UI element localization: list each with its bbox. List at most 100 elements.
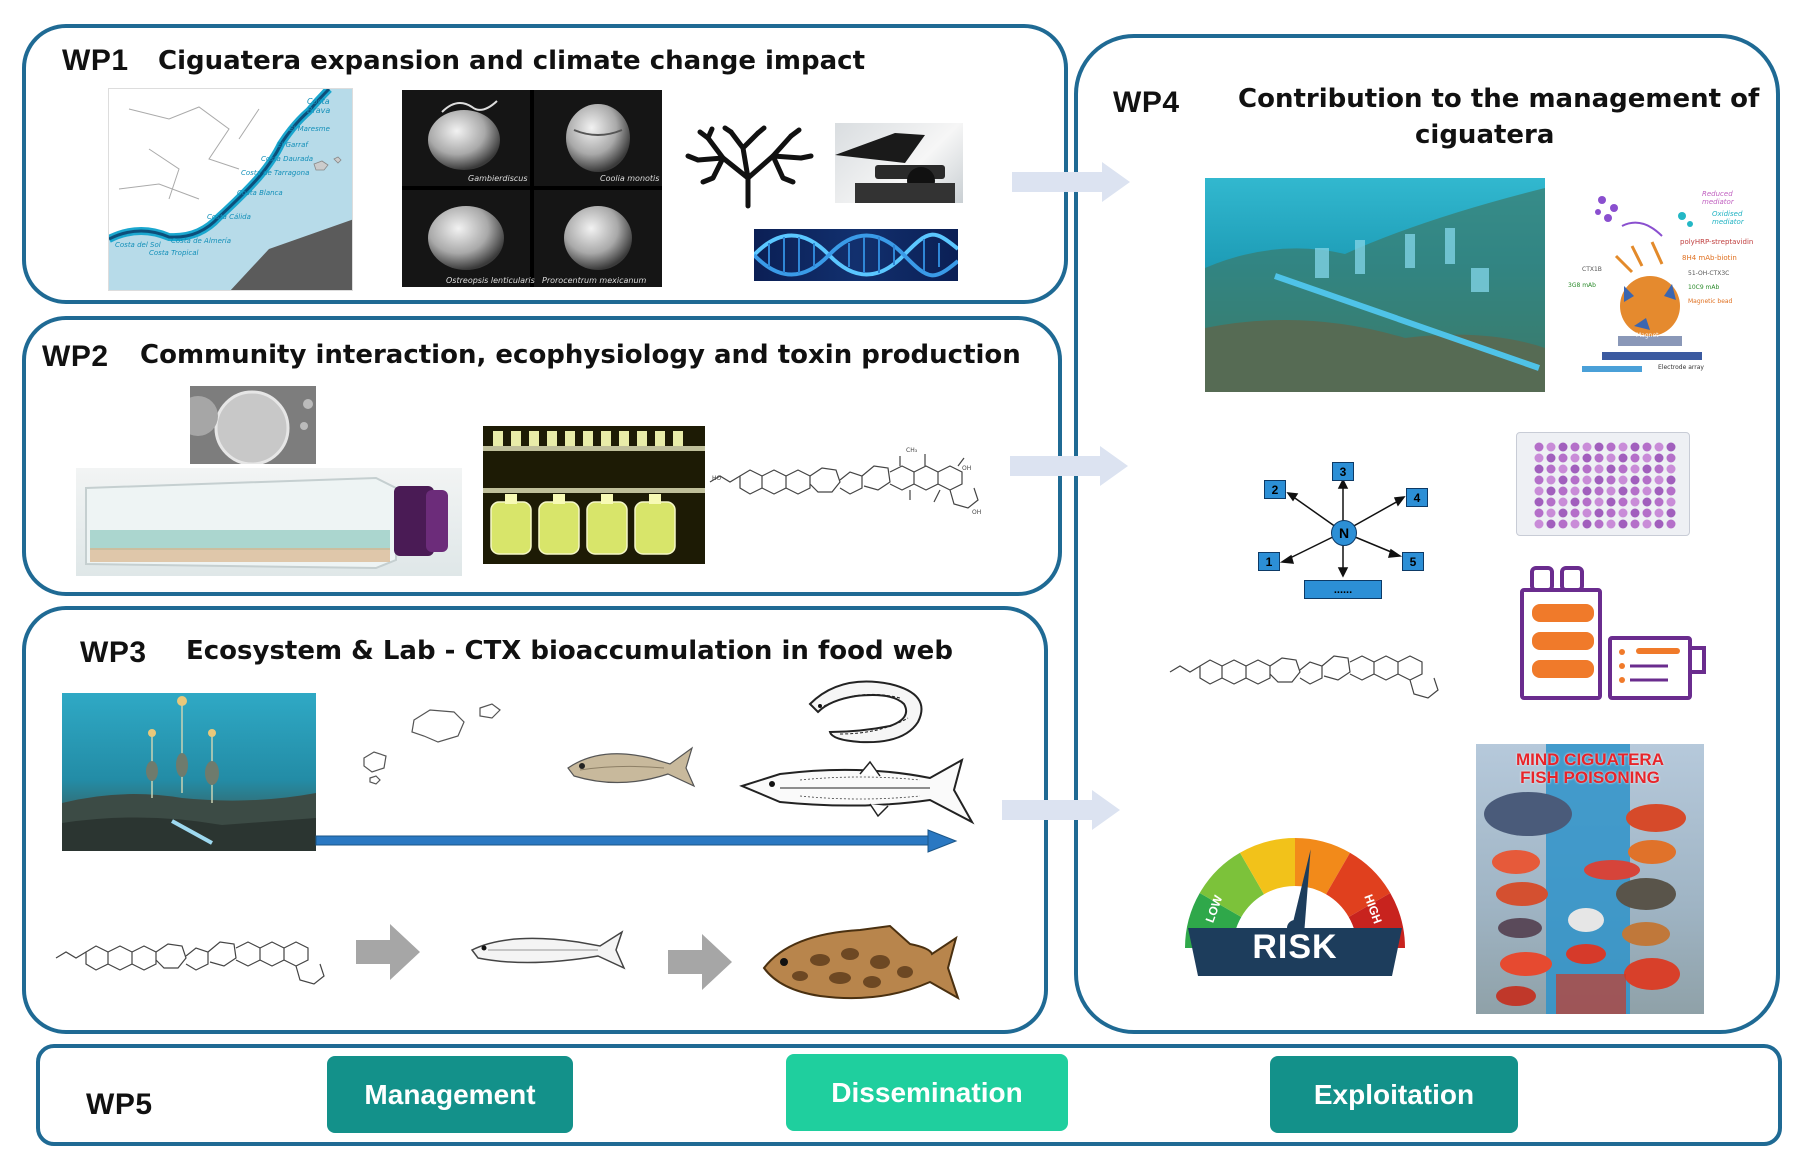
svg-text:CH₃: CH₃ [906,447,918,454]
svg-text:OH: OH [962,465,971,472]
microplate-well [1666,464,1676,474]
microplate-well [1630,519,1640,529]
gauge-segment [1326,852,1391,917]
microplate-well [1618,508,1628,518]
micrograph-label: Prorocentrum mexicanum [542,276,647,285]
exploitation-button[interactable]: Exploitation [1270,1056,1518,1133]
microplate-well [1534,486,1544,496]
microplate-well [1630,442,1640,452]
microplate-image [1516,432,1690,536]
map-label: Costa del Sol [115,241,161,249]
dissemination-button[interactable]: Dissemination [786,1054,1068,1131]
microplate-well [1594,464,1604,474]
microplate-well [1582,508,1592,518]
microplate-well [1570,475,1580,485]
microplate-well [1558,508,1568,518]
microplate-well [1594,453,1604,463]
connector-arrow [1002,790,1120,830]
microplate-well [1630,464,1640,474]
microplate-well [1558,475,1568,485]
wp3-title: Ecosystem & Lab - CTX bioaccumulation in… [186,636,953,666]
wp2-code: WP2 [42,340,109,373]
microplate-well [1642,464,1652,474]
microplate-well [1642,475,1652,485]
microplate-well [1642,486,1652,496]
microplate-well [1582,497,1592,507]
microplate-well [1630,497,1640,507]
grouper-fish-icon [762,924,960,1001]
biosensor-label: CTX1B [1582,266,1602,273]
microplate-well [1558,497,1568,507]
biosensor-label: 51-OH-CTX3C [1688,270,1730,277]
biosensor-label: Magnetic bead [1688,298,1733,305]
wp4-code: WP4 [1113,86,1180,119]
microplate-well [1642,519,1652,529]
microplate-well [1582,519,1592,529]
network-node: 3 [1332,462,1354,481]
gauge-segment [1295,838,1350,895]
immunosensor-schematic: Reduced mediator Oxidised mediator polyH… [1562,186,1762,376]
microplate-well [1546,497,1556,507]
microplate-well [1654,442,1664,452]
wp1-code: WP1 [62,44,129,77]
underwater-sampling-photo [62,693,316,851]
microplate-well [1630,453,1640,463]
network-node: 4 [1406,488,1428,507]
micrograph-label: Ostreopsis lenticularis [446,276,535,285]
microplate-well [1534,464,1544,474]
grey-flow-arrow [668,934,732,990]
microplate-well [1654,497,1664,507]
microplate-well [1594,442,1604,452]
microplate-well [1582,442,1592,452]
ciguatera-poster: MIND CIGUATERA FISH POISONING [1476,744,1704,1014]
network-node: ...... [1304,580,1382,599]
microplate-well [1594,475,1604,485]
svg-text:HO: HO [712,475,722,482]
microplate-well [1582,453,1592,463]
microplate-well [1582,475,1592,485]
microplate-well [1606,497,1616,507]
wp3-code: WP3 [80,636,147,669]
microplate-well [1570,442,1580,452]
poster-title-line2: FISH POISONING [1520,768,1660,787]
map-label: Costa Cálida [207,213,251,221]
microplate-well [1642,508,1652,518]
microplate-well [1654,508,1664,518]
management-button[interactable]: Management [327,1056,573,1133]
microplate-well [1570,508,1580,518]
wp1-coast-map: Costa Brava El Maresme El Garraf Costa D… [108,88,353,291]
microplate-well [1666,453,1676,463]
microplate-well [1546,442,1556,452]
barracuda-fish-icon [739,757,975,825]
microplate-well [1606,464,1616,474]
wp1-micrographs: Gambierdiscus Coolia monotis Ostreopsis … [402,90,662,287]
microplate-well [1654,486,1664,496]
microplate-well [1594,508,1604,518]
connector-arrow [1010,446,1128,486]
microplate-well [1666,519,1676,529]
microplate-well [1570,486,1580,496]
microplate-well [1606,453,1616,463]
microplate-well [1642,497,1652,507]
microplate-well [1546,519,1556,529]
network-node: 2 [1264,480,1286,499]
microplate-well [1534,442,1544,452]
dna-helix-image [754,229,958,281]
ciguatoxin-structure [1169,655,1439,699]
microplate-well [1618,519,1628,529]
biosensor-label: Oxidised mediator [1712,210,1744,226]
microplate-well [1546,453,1556,463]
biosensor-label: 10C9 mAb [1688,284,1720,291]
microplate-well [1570,519,1580,529]
map-label: Costa Daurada [261,155,314,163]
biosensor-label: Reduced mediator [1702,190,1734,206]
micrograph-label: Gambierdiscus [468,174,528,183]
microplate-well [1618,497,1628,507]
microplate-well [1582,464,1592,474]
wp5-code: WP5 [86,1088,153,1121]
microplate-well [1666,442,1676,452]
microplate-well [1606,475,1616,485]
grey-flow-arrow [356,924,420,980]
map-label: Costa Tropical [149,249,199,257]
microplate-well [1594,497,1604,507]
